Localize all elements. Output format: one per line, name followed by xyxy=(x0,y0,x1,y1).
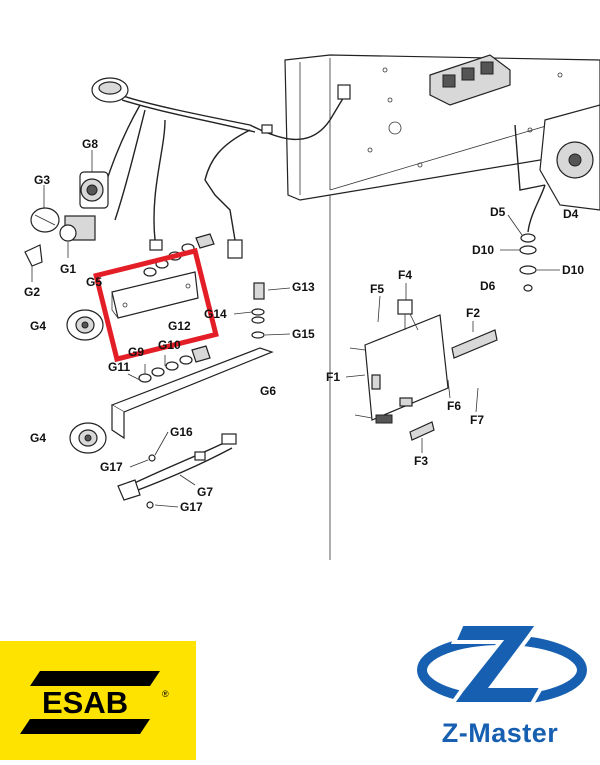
esab-registered-mark: ® xyxy=(162,689,169,699)
zmaster-logo-text: Z-Master xyxy=(441,718,559,748)
label-g3: G3 xyxy=(34,173,50,187)
grommet xyxy=(91,77,129,103)
label-f5: F5 xyxy=(370,282,384,296)
label-f4: F4 xyxy=(398,268,412,282)
label-g1: G1 xyxy=(60,262,76,276)
parts-exploded-diagram: G8 G3 G1 G2 G5 G4 G12 G9 G10 G11 G4 G6 G… xyxy=(24,54,600,560)
label-g4-bottom: G4 xyxy=(30,431,46,445)
label-d4: D4 xyxy=(563,207,579,221)
g5-highlight-box xyxy=(93,247,219,363)
g6-rail xyxy=(110,347,274,440)
label-g14: G14 xyxy=(204,307,227,321)
g9-g12-hardware xyxy=(138,345,211,383)
label-g9: G9 xyxy=(128,345,144,359)
label-g17-bottom: G17 xyxy=(180,500,203,514)
esab-mark-icon: ESAB ® xyxy=(20,671,169,734)
g2-cap xyxy=(24,244,43,267)
terminal-block xyxy=(429,54,511,106)
label-g5: G5 xyxy=(86,275,102,289)
g7-cable xyxy=(117,433,237,509)
g4-roller-bottom xyxy=(69,422,107,454)
f1-circuit-board xyxy=(349,314,449,424)
d-hardware xyxy=(519,184,546,292)
part-labels: G8 G3 G1 G2 G5 G4 G12 G9 G10 G11 G4 G6 G… xyxy=(24,137,584,514)
g8-connector xyxy=(79,171,109,209)
g3-knob xyxy=(30,207,60,233)
label-g10: G10 xyxy=(158,338,181,352)
label-g4-top: G4 xyxy=(30,319,46,333)
g5-bracket xyxy=(111,271,199,319)
label-f2: F2 xyxy=(466,306,480,320)
f3-connector xyxy=(409,421,435,441)
label-g7: G7 xyxy=(197,485,213,499)
esab-logo: ESAB ® xyxy=(0,641,196,760)
label-f7: F7 xyxy=(470,413,484,427)
label-g6: G6 xyxy=(260,384,276,398)
label-g12: G12 xyxy=(168,319,191,333)
label-g17-top: G17 xyxy=(100,460,123,474)
label-d6: D6 xyxy=(480,279,496,293)
label-g2: G2 xyxy=(24,285,40,299)
label-g13: G13 xyxy=(292,280,315,294)
zmaster-mark-icon xyxy=(417,622,587,706)
g4-roller-top xyxy=(66,309,104,341)
label-d5: D5 xyxy=(490,205,506,219)
d4-motor xyxy=(514,104,600,211)
label-g8: G8 xyxy=(82,137,98,151)
leader-lines xyxy=(31,150,560,508)
g1-potentiometer xyxy=(59,215,96,242)
label-d10-bottom: D10 xyxy=(562,263,584,277)
zmaster-logo: Z-Master xyxy=(410,618,590,758)
f2-ribbon-cable xyxy=(451,329,498,359)
label-g11: G11 xyxy=(108,360,130,374)
label-f1: F1 xyxy=(326,370,340,384)
label-f3: F3 xyxy=(414,454,428,468)
label-g15: G15 xyxy=(292,327,315,341)
label-f6: F6 xyxy=(447,399,461,413)
label-d10-top: D10 xyxy=(472,243,494,257)
f4-relay xyxy=(397,299,419,331)
g13-g15-stack xyxy=(251,282,265,339)
label-g16: G16 xyxy=(170,425,193,439)
esab-logo-text: ESAB xyxy=(42,685,128,720)
